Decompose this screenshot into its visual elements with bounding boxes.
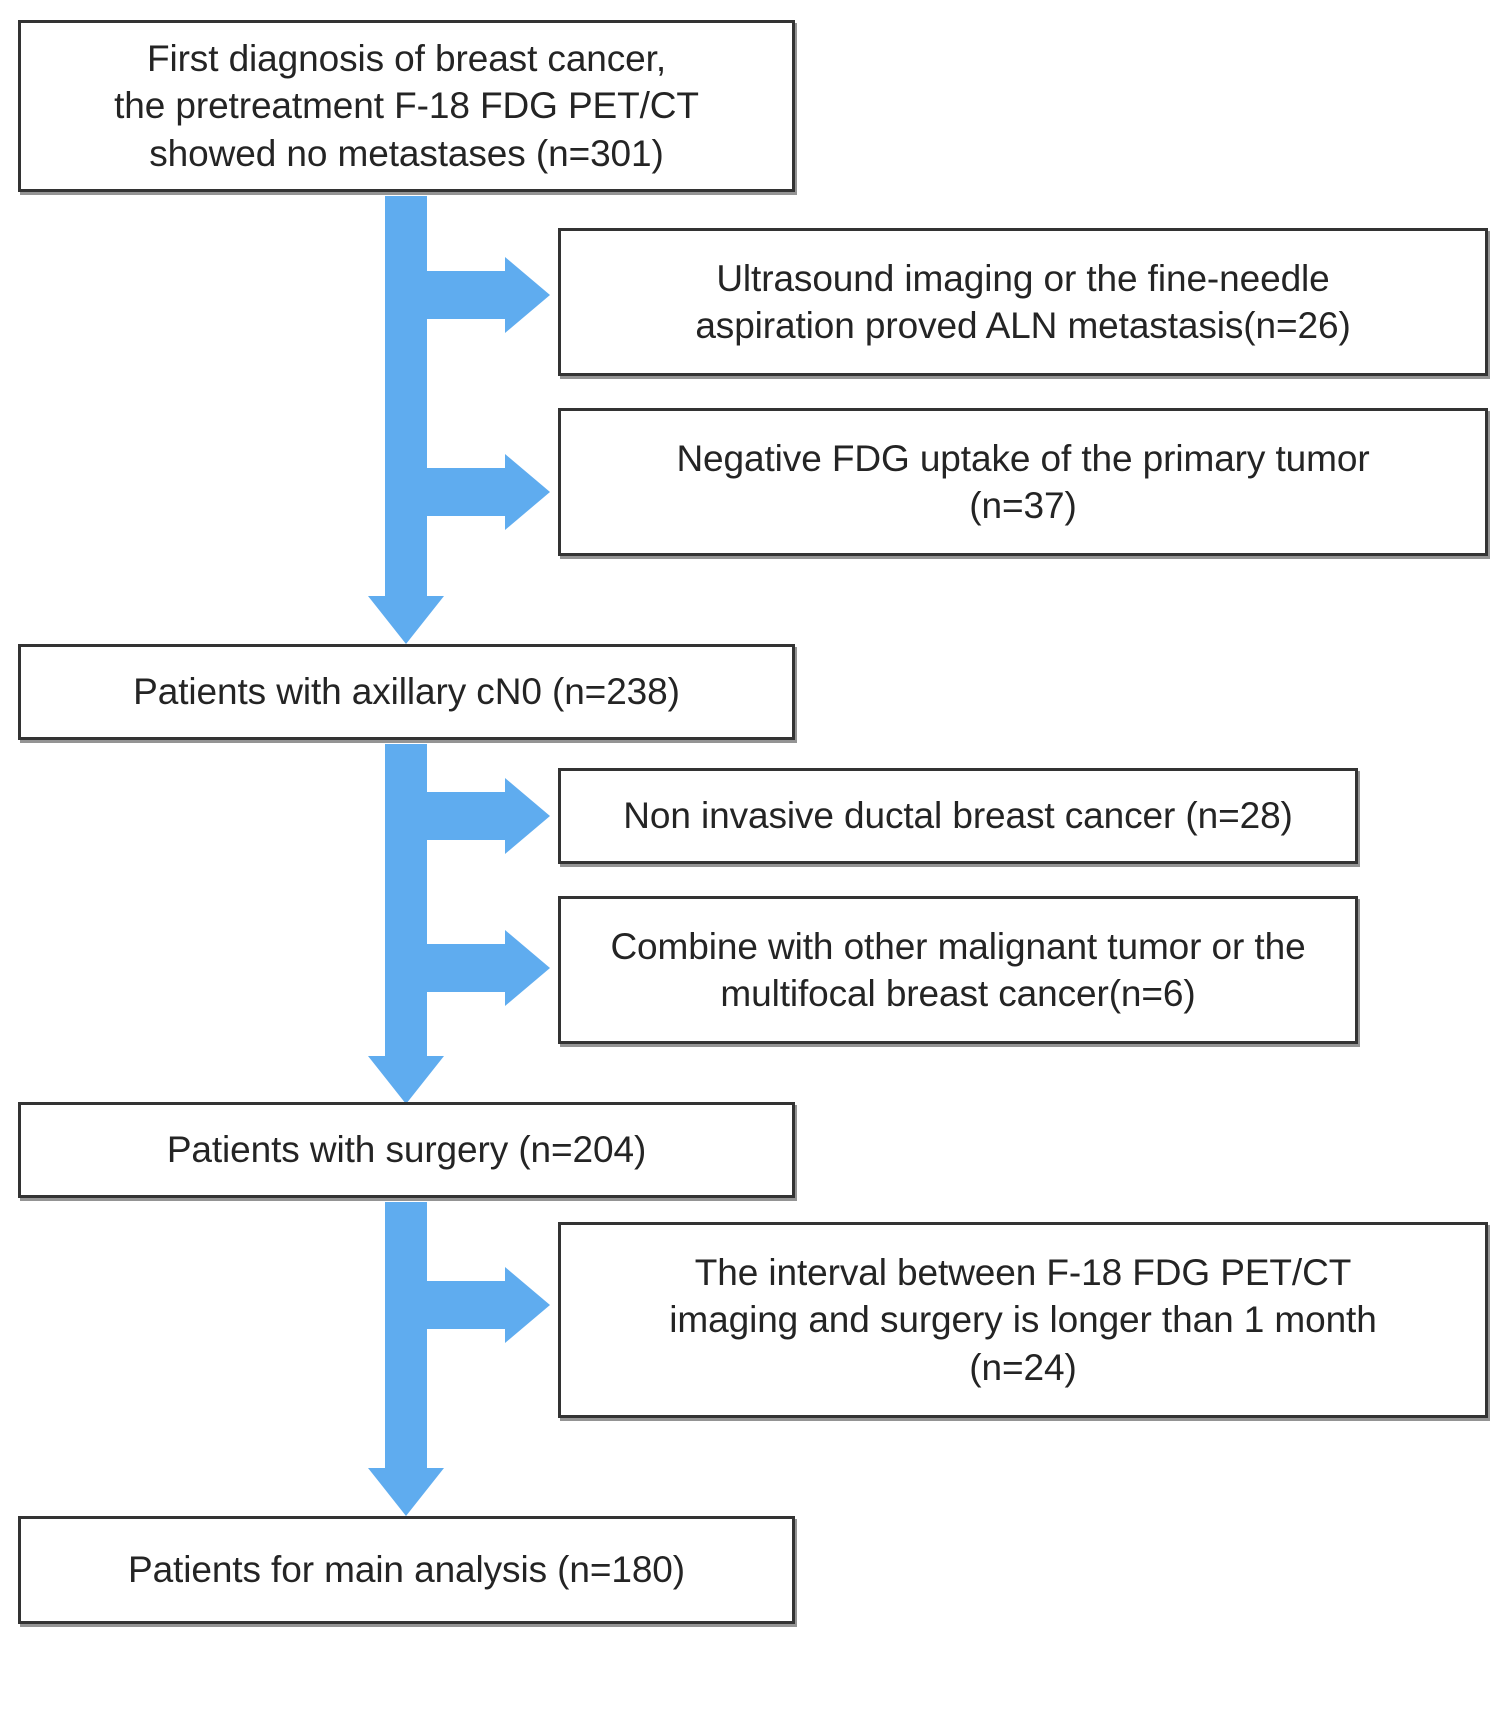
connector-trunk-2-shaft xyxy=(385,744,427,1056)
exclusion-box-other-malignant-label: Combine with other malignant tumor or th… xyxy=(610,925,1306,1014)
connector-trunk-1-arrowhead xyxy=(368,596,444,644)
connector-branch-3-arrowhead xyxy=(505,778,550,854)
exclusion-box-negative-fdg-label: Negative FDG uptake of the primary tumor… xyxy=(676,437,1370,526)
flow-box-surgery-label: Patients with surgery (n=204) xyxy=(166,1129,647,1171)
flow-box-cn0-label: Patients with axillary cN0 (n=238) xyxy=(133,671,680,713)
flow-box-cn0[interactable]: Patients with axillary cN0 (n=238) xyxy=(18,644,795,740)
flow-box-enrolled-label: First diagnosis of breast cancer, the pr… xyxy=(114,37,699,174)
exclusion-box-interval-too-long[interactable]: The interval between F-18 FDG PET/CT ima… xyxy=(558,1222,1488,1418)
exclusion-box-aln-metastasis[interactable]: Ultrasound imaging or the fine-needle as… xyxy=(558,228,1488,376)
exclusion-box-negative-fdg[interactable]: Negative FDG uptake of the primary tumor… xyxy=(558,408,1488,556)
connector-branch-4-arrowhead xyxy=(505,930,550,1006)
connector-trunk-3-arrowhead xyxy=(368,1468,444,1516)
exclusion-box-other-malignant[interactable]: Combine with other malignant tumor or th… xyxy=(558,896,1358,1044)
exclusion-box-aln-metastasis-label: Ultrasound imaging or the fine-needle as… xyxy=(695,257,1351,346)
flow-box-surgery[interactable]: Patients with surgery (n=204) xyxy=(18,1102,795,1198)
connector-trunk-1-shaft xyxy=(385,196,427,596)
connector-branch-2-shaft xyxy=(427,468,505,516)
connector-branch-1-arrowhead xyxy=(505,257,550,333)
exclusion-box-non-invasive-ductal-label: Non invasive ductal breast cancer (n=28) xyxy=(623,795,1293,837)
connector-branch-4-shaft xyxy=(427,944,505,992)
connector-trunk-2-arrowhead xyxy=(368,1056,444,1104)
flow-box-main-analysis-label: Patients for main analysis (n=180) xyxy=(127,1549,686,1591)
connector-branch-3-shaft xyxy=(427,792,505,840)
flow-box-enrolled[interactable]: First diagnosis of breast cancer, the pr… xyxy=(18,20,795,192)
exclusion-box-non-invasive-ductal[interactable]: Non invasive ductal breast cancer (n=28) xyxy=(558,768,1358,864)
connector-trunk-3-shaft xyxy=(385,1202,427,1468)
connector-branch-5-shaft xyxy=(427,1281,505,1329)
exclusion-box-interval-too-long-label: The interval between F-18 FDG PET/CT ima… xyxy=(669,1251,1377,1388)
connector-branch-2-arrowhead xyxy=(505,454,550,530)
connector-branch-5-arrowhead xyxy=(505,1267,550,1343)
flow-box-main-analysis[interactable]: Patients for main analysis (n=180) xyxy=(18,1516,795,1624)
connector-branch-1-shaft xyxy=(427,271,505,319)
